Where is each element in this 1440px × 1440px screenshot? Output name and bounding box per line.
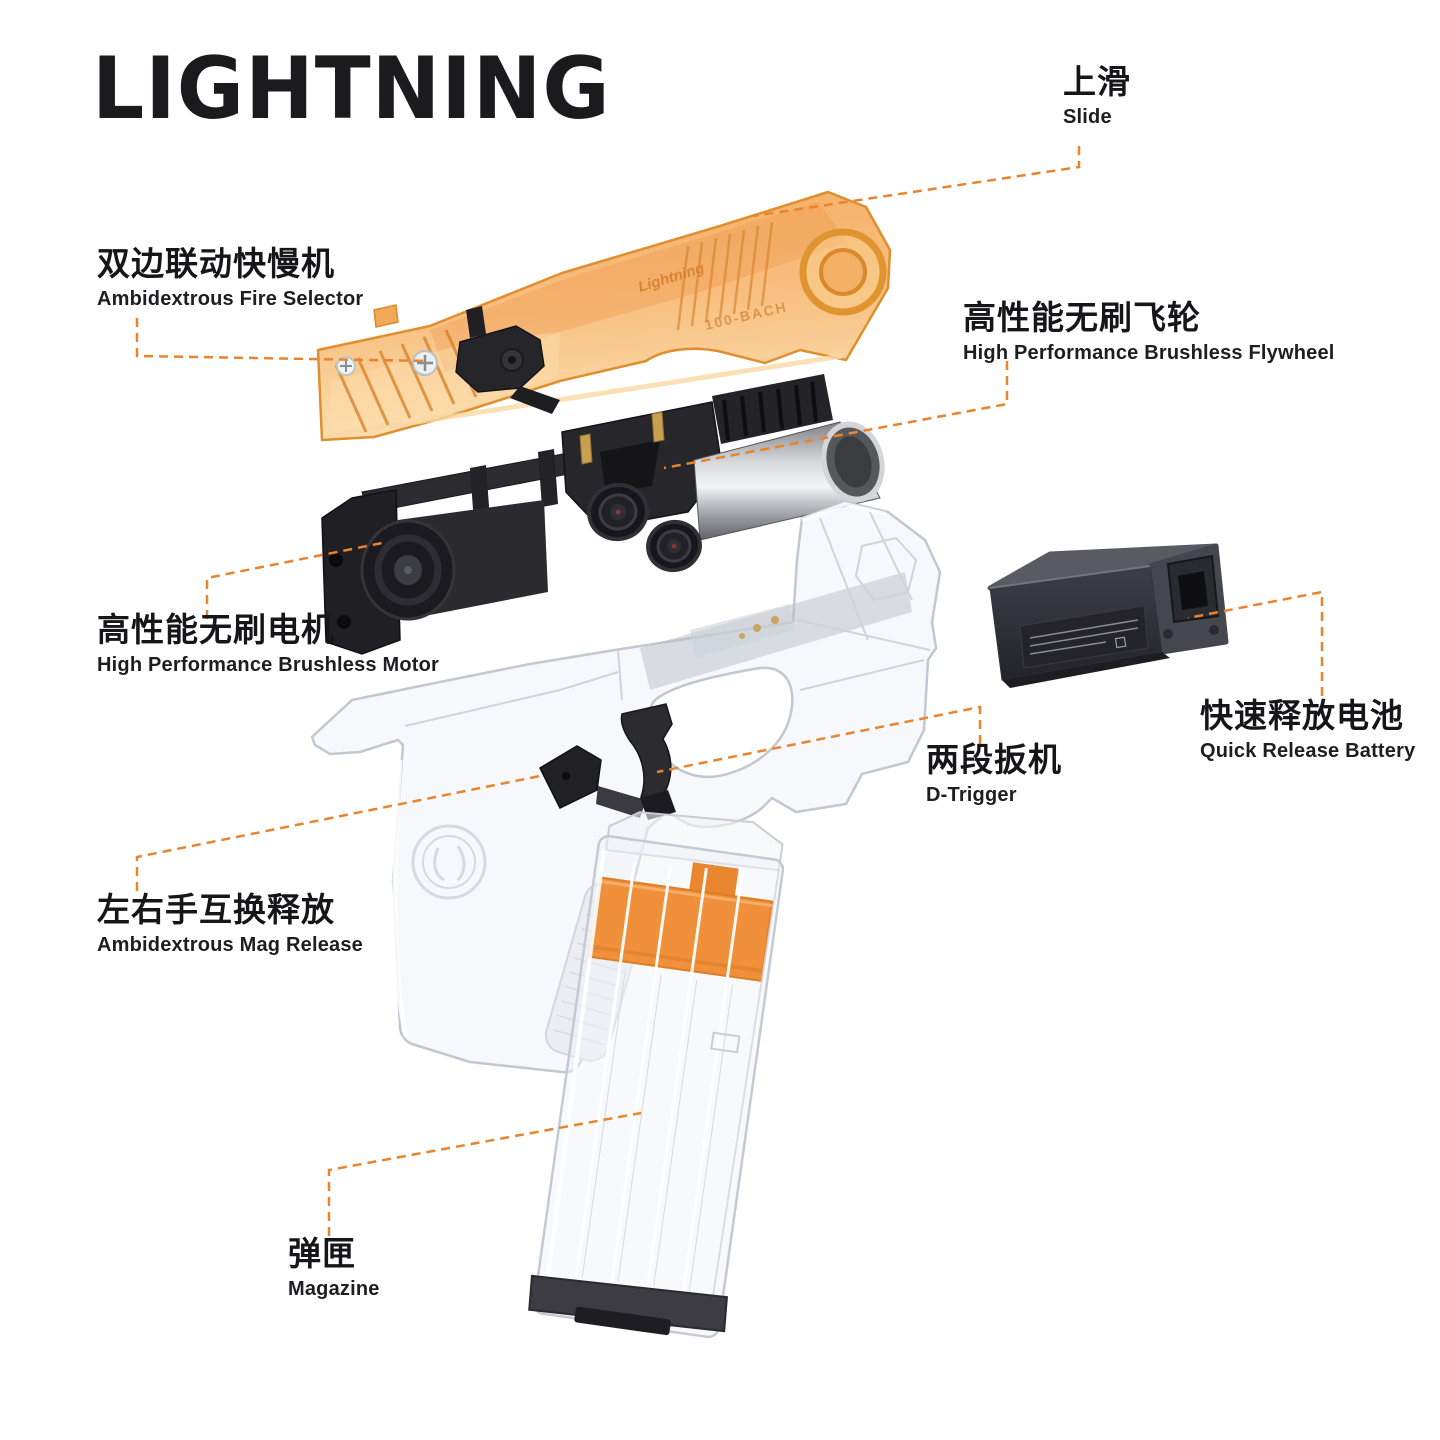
leader-lines [135, 146, 1324, 1236]
leader-battery [1187, 590, 1324, 696]
callout-motor-zh: 高性能无刷电机 [97, 611, 335, 648]
callout-flywheel-en: High Performance Brushless Flywheel [963, 341, 1335, 364]
leader-mag-release [135, 774, 541, 891]
callout-motor: 高性能无刷电机 High Performance Brushless Motor [97, 611, 440, 677]
callout-trigger-en: D-Trigger [926, 783, 1017, 806]
callout-mag-release-zh: 左右手互换释放 [97, 891, 335, 928]
barrel-opening [821, 421, 885, 503]
leader-flywheel [663, 361, 1009, 470]
battery-connector [1163, 554, 1220, 639]
selector-screw [412, 350, 438, 376]
magazine-part [528, 811, 785, 1339]
trigger-blade [620, 703, 673, 804]
battery-label-sticker [1019, 605, 1149, 669]
callout-motor-en: High Performance Brushless Motor [97, 653, 440, 676]
callout-slide: 上滑 Slide [1063, 63, 1131, 129]
callout-slide-zh: 上滑 [1063, 63, 1131, 100]
motor-flywheel-assembly [321, 374, 885, 655]
callout-magazine-en: Magazine [288, 1277, 380, 1300]
slide-screw [336, 356, 356, 376]
leader-fire-selector [135, 318, 429, 363]
callout-fire-selector: 双边联动快慢机 Ambidextrous Fire Selector [97, 245, 364, 311]
callout-battery: 快速释放电池 Quick Release Battery [1200, 697, 1416, 763]
leader-magazine [327, 1111, 642, 1236]
motor-face [360, 519, 456, 621]
frame-detail-lines [404, 507, 931, 727]
grip-emblem [411, 824, 487, 900]
brand-logo: LIGHTNING [92, 40, 611, 139]
callout-battery-zh: 快速释放电池 [1200, 697, 1404, 734]
leader-slide [752, 146, 1081, 218]
callout-magazine-zh: 弹匣 [288, 1235, 356, 1272]
leader-trigger [656, 705, 982, 774]
front-serrations [676, 221, 774, 331]
callout-magazine: 弹匣 Magazine [288, 1235, 380, 1301]
callout-trigger-zh: 两段扳机 [926, 741, 1062, 778]
orange-follower [587, 862, 774, 982]
fin-block [712, 374, 833, 444]
mag-base [528, 1274, 728, 1333]
contact-pin [579, 433, 593, 465]
battery-part [987, 543, 1229, 688]
callout-slide-en: Slide [1063, 105, 1112, 128]
callout-mag-release: 左右手互换释放 Ambidextrous Mag Release [97, 891, 363, 957]
callout-flywheel-zh: 高性能无刷飞轮 [963, 299, 1201, 336]
mag-window [710, 1031, 741, 1054]
mag-ribs [574, 861, 744, 1294]
callout-mag-release-en: Ambidextrous Mag Release [97, 933, 363, 956]
callout-fire-selector-zh: 双边联动快慢机 [97, 245, 335, 282]
callout-flywheel: 高性能无刷飞轮 High Performance Brushless Flywh… [963, 299, 1335, 365]
contact-pin [651, 411, 665, 443]
slide-part: Lightning 100-BACH [316, 190, 892, 442]
callout-trigger: 两段扳机 D-Trigger [926, 741, 1062, 807]
callout-battery-en: Quick Release Battery [1200, 739, 1416, 762]
fire-selector-lever [455, 306, 560, 414]
rear-sight-bump [373, 304, 399, 328]
callout-fire-selector-en: Ambidextrous Fire Selector [97, 287, 364, 310]
flywheel-wheels [587, 482, 702, 573]
